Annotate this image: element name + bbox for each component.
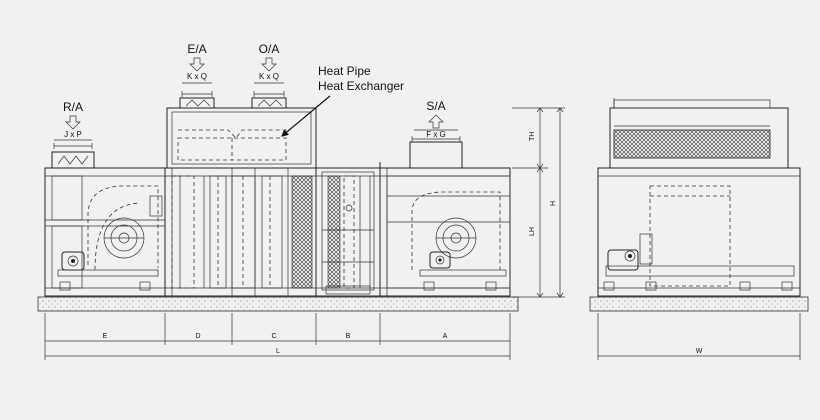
dim-e: E [103,333,108,340]
ea-dim: K x Q [187,72,207,81]
ea-duct: K x Q E/A [179,42,215,109]
upper-plenum [166,107,317,169]
front-view: K x Q E/A K x Q O/A J x P R/A [37,42,565,360]
dim-lh: LH [529,227,536,236]
dim-d: D [195,333,200,340]
height-dims: TH LH H [512,107,565,298]
sa-label: S/A [426,99,445,113]
heat-pipe-coil [613,129,771,159]
supply-fan [386,175,511,291]
dim-w: W [696,348,703,355]
filter-section [171,175,313,289]
return-fan [57,185,163,291]
sa-duct: F x G S/A [409,99,463,169]
heat-pipe-section [321,171,375,295]
oa-duct: K x Q O/A [251,42,287,109]
callout-line2: Heat Exchanger [318,79,404,93]
dim-a: A [443,333,448,340]
side-view: W [589,98,809,360]
ea-label: E/A [187,42,206,56]
oa-label: O/A [259,42,280,56]
length-dims: E D C B A L [44,313,511,360]
foundation-base [37,296,519,312]
dim-c: C [271,333,276,340]
ra-dim: J x P [64,130,82,139]
sa-dim: F x G [426,130,446,139]
callout-line1: Heat Pipe [318,64,371,78]
side-foundation [589,296,809,312]
ra-duct: J x P R/A [51,100,95,169]
dim-th: TH [529,132,536,141]
oa-dim: K x Q [259,72,279,81]
dim-h: H [550,201,557,206]
dim-b: B [346,333,351,340]
ra-label: R/A [63,100,83,114]
heat-pipe-callout: Heat Pipe Heat Exchanger [281,64,404,137]
dim-l: L [276,348,280,355]
unit-body [44,167,511,297]
